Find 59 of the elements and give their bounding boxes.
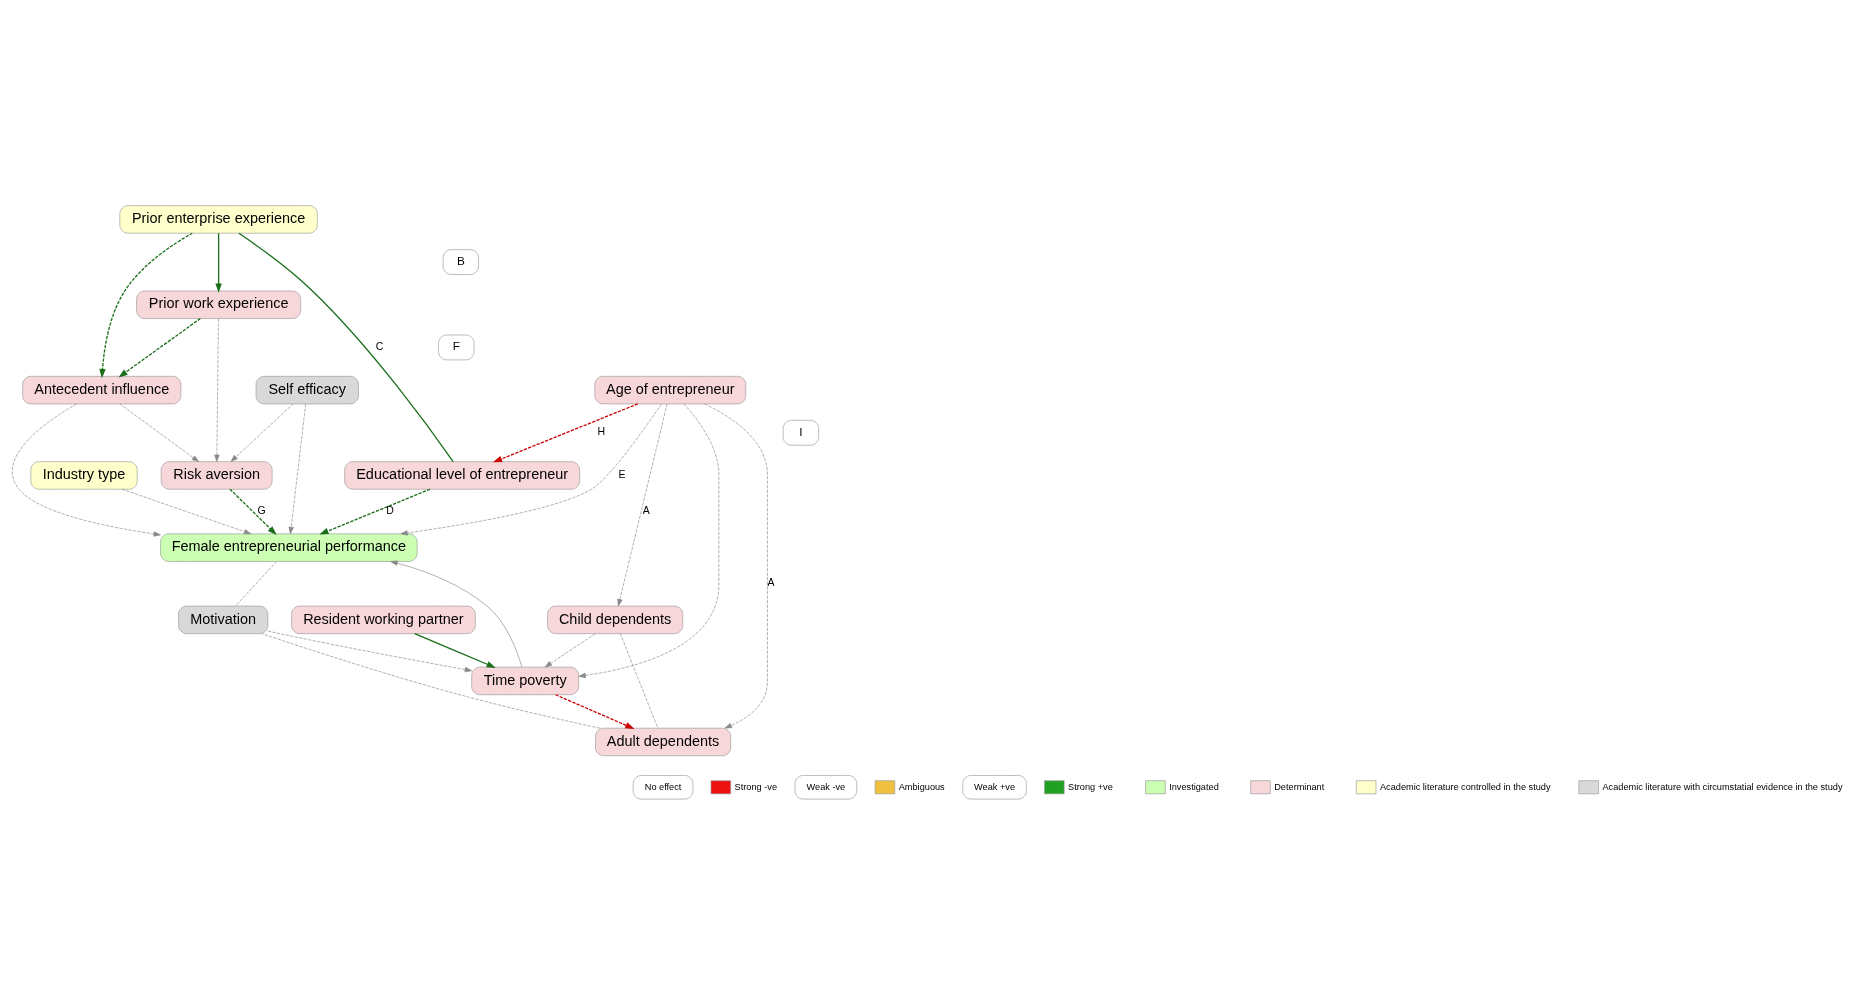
arrow [319, 488, 431, 535]
arrow [215, 232, 222, 293]
node-box: Adult dependents [595, 727, 731, 756]
node-box: Self efficacy [255, 375, 359, 404]
node-box: Antecedent influence [22, 375, 182, 404]
arrow [400, 403, 662, 536]
arrow [554, 693, 635, 729]
arrow [214, 317, 220, 462]
edge-label: A [642, 503, 650, 516]
legend-label: Strong +ve [1068, 781, 1113, 792]
legend-label: Ambiguous [898, 781, 945, 792]
arrow [118, 317, 201, 377]
connector [620, 632, 659, 728]
arrow [119, 403, 199, 462]
label: B [456, 253, 465, 268]
node-box: Educational level of entrepreneur [344, 460, 580, 490]
arrow [229, 488, 277, 535]
legend-label: Academic literature controlled in the study [1379, 781, 1551, 792]
arrow [578, 403, 720, 678]
edge-label: D [386, 503, 394, 516]
arrow [121, 488, 252, 534]
connector [238, 232, 454, 462]
node-box: Female entrepreneurial performance [160, 533, 418, 562]
node-box: Prior work experience [136, 290, 301, 319]
arrow [617, 403, 668, 606]
legend-label: Academic literature with circumstatial evidence in the study [1602, 781, 1843, 792]
arrow [230, 403, 294, 462]
arrow [288, 403, 306, 534]
arrow [544, 632, 596, 667]
arrow [390, 560, 523, 667]
node-box: Industry type [30, 460, 138, 490]
edge-label: C [375, 339, 384, 352]
legend-label: No effect [644, 781, 682, 792]
edge-label: A [767, 575, 775, 588]
edge-label: H [597, 424, 606, 437]
connector [261, 632, 601, 728]
edge-label: G [257, 503, 266, 516]
arrow [414, 632, 496, 668]
edge-label: E [618, 467, 626, 480]
arrow [99, 232, 193, 378]
node-box: Prior enterprise experience [119, 204, 318, 234]
arrow [704, 403, 768, 728]
label: I [799, 424, 803, 439]
label: F [452, 338, 460, 353]
node-box: Risk aversion [160, 460, 273, 490]
legend-label: Weak -ve [806, 781, 846, 792]
connector [235, 560, 277, 606]
legend-label: Weak +ve [974, 781, 1016, 792]
arrow [267, 630, 472, 672]
arrow [492, 402, 639, 462]
arrow [12, 403, 161, 537]
legend-label: Determinant [1274, 781, 1325, 792]
node-box: Time poverty [471, 666, 580, 695]
node-box: Motivation [178, 605, 269, 634]
node-box: Age of entrepreneur [594, 375, 747, 404]
node-box: Child dependents [547, 605, 684, 634]
legend-label: Strong -ve [734, 781, 777, 792]
node-box: Resident working partner [291, 605, 476, 634]
legend-label: Investigated [1169, 781, 1219, 792]
